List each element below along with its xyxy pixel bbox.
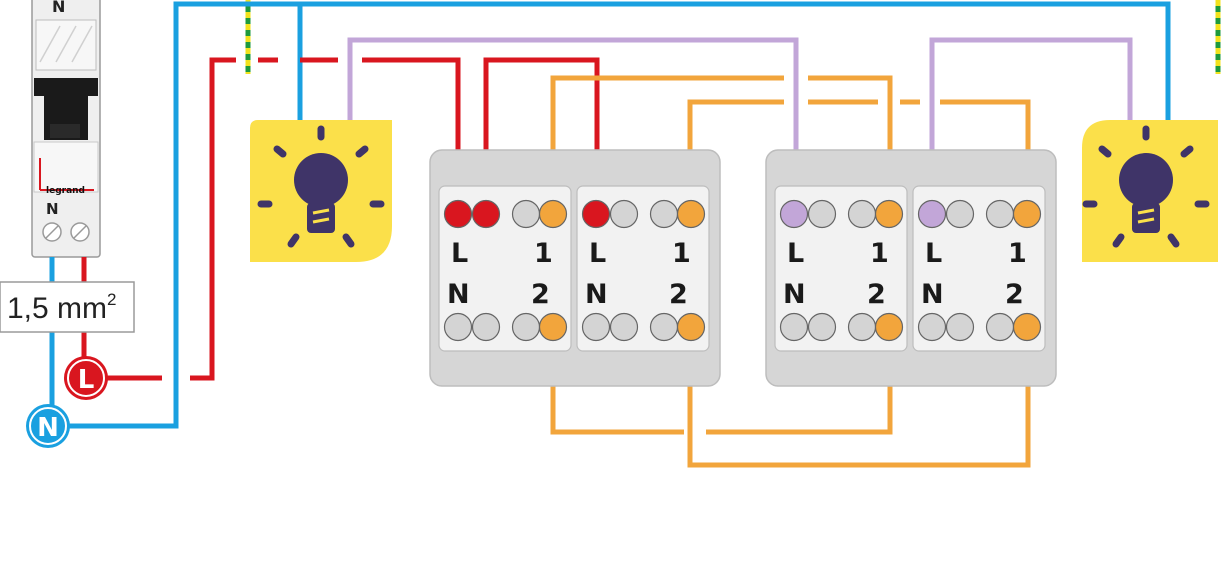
neutral-supply-label: N bbox=[37, 413, 59, 443]
terminal-label-2: 2 bbox=[669, 279, 688, 310]
terminal-top bbox=[609, 199, 639, 229]
cable-section-label: 1,5 mm2 bbox=[0, 281, 135, 333]
terminal-bottom bbox=[649, 312, 679, 342]
terminal-label-l: L bbox=[787, 238, 804, 269]
terminal-bottom bbox=[471, 312, 501, 342]
terminal-bottom bbox=[609, 312, 639, 342]
terminal-top bbox=[985, 199, 1015, 229]
terminal-top bbox=[847, 199, 877, 229]
terminal-label-n: N bbox=[447, 279, 470, 310]
live-wires bbox=[81, 57, 600, 381]
terminal-top bbox=[511, 199, 541, 229]
terminal-label-2: 2 bbox=[867, 279, 886, 310]
terminal-top bbox=[676, 199, 706, 229]
earth-wires bbox=[245, 0, 1221, 74]
terminal-top bbox=[649, 199, 679, 229]
terminal-label-2: 2 bbox=[1005, 279, 1024, 310]
terminal-label-1: 1 bbox=[534, 238, 553, 269]
switch-module: L 1N 2 bbox=[912, 185, 1046, 352]
terminal-top bbox=[779, 199, 809, 229]
terminal-bottom bbox=[676, 312, 706, 342]
live-supply-marker: L bbox=[64, 356, 108, 400]
terminal-bottom bbox=[538, 312, 568, 342]
breaker-top-label: N bbox=[52, 0, 65, 16]
terminal-label-n: N bbox=[585, 279, 608, 310]
cable-section-value: 1,5 mm bbox=[7, 292, 107, 325]
terminal-bottom bbox=[945, 312, 975, 342]
terminal-bottom bbox=[985, 312, 1015, 342]
switch-module: L 1N 2 bbox=[438, 185, 572, 352]
live-supply-label: L bbox=[78, 365, 95, 395]
switch-module: L 1N 2 bbox=[576, 185, 710, 352]
lamp-right bbox=[1082, 120, 1218, 262]
switch-module: L 1N 2 bbox=[774, 185, 908, 352]
terminal-top bbox=[874, 199, 904, 229]
light-bulb-icon bbox=[257, 125, 385, 248]
terminal-label-2: 2 bbox=[531, 279, 550, 310]
switch-modules: L 1N 2 L 1N 2 L 1N 2 L 1N 2 bbox=[438, 185, 1046, 352]
terminal-label-n: N bbox=[783, 279, 806, 310]
terminal-top bbox=[443, 199, 473, 229]
terminal-label-l: L bbox=[451, 238, 468, 269]
terminal-label-l: L bbox=[925, 238, 942, 269]
light-bulb-icon bbox=[1082, 125, 1210, 248]
terminal-top bbox=[917, 199, 947, 229]
terminal-bottom bbox=[443, 312, 473, 342]
terminal-bottom bbox=[807, 312, 837, 342]
terminal-bottom bbox=[1012, 312, 1042, 342]
lamp-left bbox=[250, 120, 392, 262]
breaker-brand: legrand bbox=[46, 186, 85, 196]
terminal-top bbox=[807, 199, 837, 229]
terminal-label-1: 1 bbox=[1008, 238, 1027, 269]
terminal-top bbox=[945, 199, 975, 229]
terminal-top bbox=[538, 199, 568, 229]
switched-wires bbox=[347, 37, 1133, 208]
neutral-supply-marker: N bbox=[26, 404, 70, 448]
circuit-breaker: N legrand N bbox=[31, 0, 101, 258]
svg-text:1,5 mm2: 1,5 mm2 bbox=[7, 290, 117, 325]
breaker-bottom-label: N bbox=[46, 200, 59, 218]
terminal-bottom bbox=[847, 312, 877, 342]
terminal-bottom bbox=[874, 312, 904, 342]
terminal-label-1: 1 bbox=[870, 238, 889, 269]
terminal-top bbox=[471, 199, 501, 229]
terminal-bottom bbox=[511, 312, 541, 342]
terminal-bottom bbox=[581, 312, 611, 342]
terminal-bottom bbox=[779, 312, 809, 342]
terminal-label-l: L bbox=[589, 238, 606, 269]
terminal-bottom bbox=[917, 312, 947, 342]
terminal-label-n: N bbox=[921, 279, 944, 310]
terminal-top bbox=[581, 199, 611, 229]
terminal-top bbox=[1012, 199, 1042, 229]
cable-section-exponent: 2 bbox=[107, 290, 116, 309]
terminal-label-1: 1 bbox=[672, 238, 691, 269]
